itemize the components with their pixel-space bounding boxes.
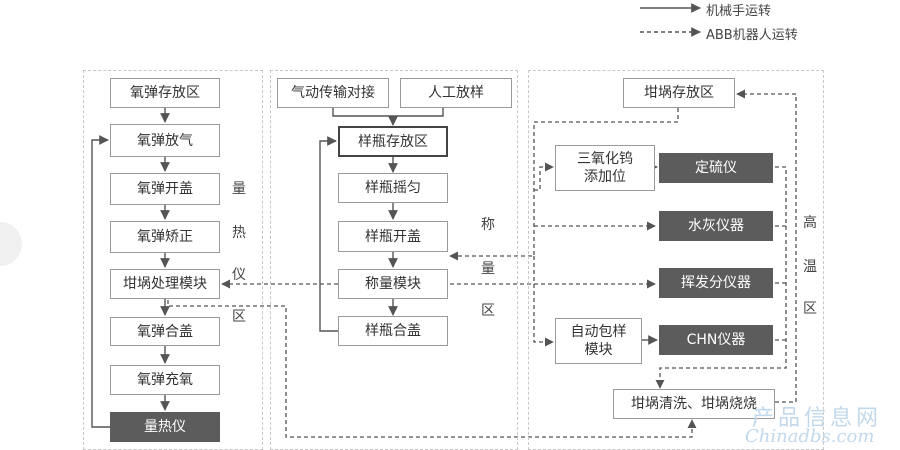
- box-bomb-deflate: 氧弹放气: [110, 124, 220, 157]
- zone-hightemp-label-1: 高: [803, 215, 817, 231]
- box-bottle-open: 样瓶开盖: [338, 221, 448, 252]
- box-auto-wrap: 自动包样 模块: [555, 318, 642, 364]
- box-manual-sample: 人工放样: [400, 78, 512, 108]
- zone-calorimeter-label-1: 量: [232, 181, 246, 197]
- box-pneumatic-transfer: 气动传输对接: [277, 78, 389, 108]
- box-calorimeter: 量热仪: [110, 412, 220, 442]
- zone-weighing-label-2: 量: [481, 261, 495, 277]
- legend-dashed-label: ABB机器人运转: [706, 28, 798, 43]
- zone-weighing-label-1: 称: [481, 217, 495, 233]
- zone-weighing-label-3: 区: [481, 303, 495, 319]
- box-tungsten-trioxide: 三氧化钨 添加位: [555, 145, 655, 191]
- zone-hightemp-label-3: 区: [803, 301, 817, 317]
- box-volatile-analyzer: 挥发分仪器: [659, 268, 773, 298]
- box-bomb-storage: 氧弹存放区: [110, 78, 220, 108]
- box-bomb-correct: 氧弹矫正: [110, 221, 220, 253]
- box-moisture-ash-analyzer: 水灰仪器: [659, 211, 773, 241]
- legend-solid-label: 机械手运转: [706, 4, 772, 19]
- box-crucible-cleaning: 坩埚清洗、坩埚烧烧: [613, 389, 775, 419]
- box-bottle-shake: 样瓶摇匀: [338, 173, 448, 203]
- box-sulfur-analyzer: 定硫仪: [659, 153, 773, 183]
- box-bomb-oxygen: 氧弹充氧: [110, 365, 220, 395]
- box-weighing-module: 称量模块: [338, 269, 448, 299]
- box-bottle-close: 样瓶合盖: [338, 316, 448, 346]
- watermark-en: Chinadbs.com: [745, 426, 875, 447]
- box-bottle-storage: 样瓶存放区: [338, 126, 448, 157]
- box-bomb-close: 氧弹合盖: [110, 317, 220, 346]
- box-chn-analyzer: CHN仪器: [659, 325, 773, 355]
- zone-calorimeter-label-3: 仪: [232, 267, 246, 283]
- zone-calorimeter-label-2: 热: [232, 225, 246, 241]
- box-crucible-processing: 坩埚处理模块: [110, 269, 220, 299]
- zone-hightemp-label-2: 温: [803, 259, 817, 275]
- watermark-cn: 产品信息网: [752, 406, 883, 431]
- zone-calorimeter-label-4: 区: [232, 309, 246, 325]
- left-edge-decoration: [0, 222, 22, 266]
- box-crucible-storage: 坩埚存放区: [623, 78, 735, 108]
- box-bomb-open: 氧弹开盖: [110, 173, 220, 205]
